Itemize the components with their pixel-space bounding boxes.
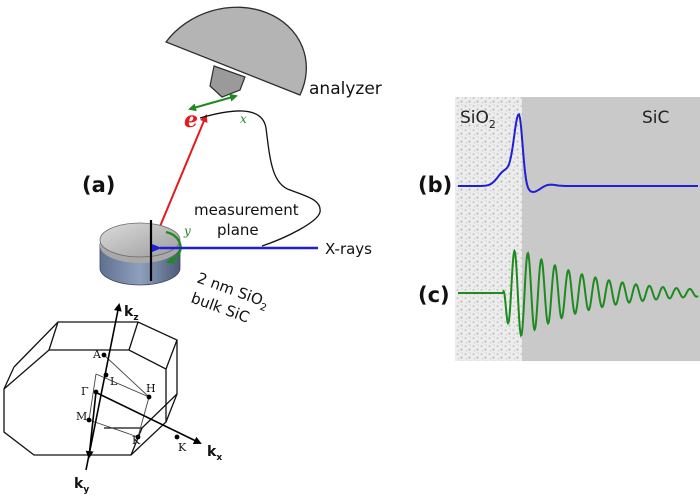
point-l-label: L (110, 375, 118, 388)
x-axis-arrow (188, 93, 238, 112)
y-axis-label: y (183, 224, 191, 238)
analyzer-icon (164, 6, 307, 98)
kx-axis-label: kx (207, 444, 222, 463)
e-vector-label: e (184, 107, 198, 133)
kx-axis (94, 391, 202, 444)
curve-c-line (458, 248, 699, 338)
sic-region (522, 97, 700, 361)
measurement-plane-label-2: plane (217, 221, 259, 239)
sio2-label: SiO2 (460, 108, 496, 131)
panel-label-c: (c) (418, 283, 450, 307)
kz-axis-label: kz (124, 304, 139, 323)
point-m-dot (86, 417, 92, 423)
symmetry-points (86, 352, 180, 440)
measurement-plane-label-1: measurement (194, 201, 299, 219)
point-l-dot (103, 372, 109, 378)
xray-label: X-rays (325, 240, 372, 258)
y-axis-arrow (165, 230, 182, 264)
analyzer-label: analyzer (309, 79, 382, 99)
panel-label-a: (a) (82, 173, 115, 197)
panel-label-b: (b) (418, 173, 452, 197)
ky-axis-label: ky (74, 476, 89, 495)
brillouin-zone-hexagonal-prism (3, 321, 178, 456)
point-gamma-label: Γ (81, 385, 89, 398)
point-a-dot (101, 352, 107, 358)
point-h-label: H (146, 382, 156, 395)
point-k-label-1: K (132, 434, 141, 447)
kz-axis (85, 303, 122, 471)
x-axis-label: x (240, 112, 247, 126)
point-gamma-dot (93, 389, 99, 395)
point-h-dot (146, 394, 152, 400)
point-a-label: A (92, 348, 102, 361)
sio2-region (455, 97, 522, 361)
point-k-label-2: K (178, 441, 187, 454)
curve-b-line (458, 112, 698, 194)
point-m-label: M (76, 410, 87, 423)
sic-label: SiC (642, 108, 669, 128)
brillouin-zone-construction (88, 354, 150, 438)
point-k-dot-2 (174, 434, 180, 440)
measurement-plane-outline (199, 110, 321, 247)
ky-axis (85, 391, 97, 459)
point-k-dot-1 (135, 434, 141, 440)
